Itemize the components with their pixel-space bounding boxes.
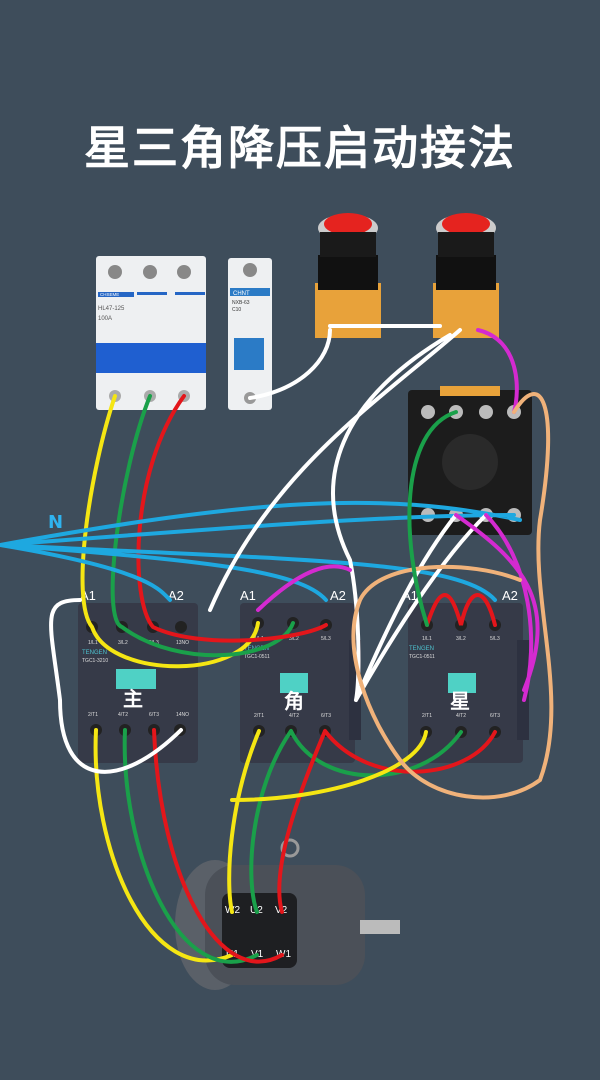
three-pole-breaker[interactable]: CHSEME HL47-125 100A <box>96 256 206 410</box>
svg-text:2/T1: 2/T1 <box>422 713 432 719</box>
contactor-name: 主 <box>123 687 143 711</box>
page-title: 星三角降压启动接法 <box>84 121 516 175</box>
a1-label: A1 <box>240 588 256 603</box>
contactor-star[interactable]: A1 A2 1/L1 3/L2 5/L3 TENGEN TGC1-0511 星 … <box>402 588 529 763</box>
svg-text:3/L2: 3/L2 <box>118 640 128 646</box>
breaker-model: HL47-125 <box>98 306 125 312</box>
breaker-brand: CHSEME <box>100 292 119 297</box>
svg-text:4/T2: 4/T2 <box>118 712 128 718</box>
breaker-handle[interactable] <box>96 343 206 373</box>
svg-text:TGC1-0511: TGC1-0511 <box>409 654 435 660</box>
breaker-1p-rating: C10 <box>232 307 241 313</box>
a2-label: A2 <box>168 588 184 603</box>
time-relay-base <box>408 386 532 535</box>
svg-text:TENGEN: TENGEN <box>409 646 434 652</box>
svg-text:TGC1-0511: TGC1-0511 <box>244 654 270 660</box>
neutral-label: N <box>48 512 63 533</box>
svg-text:6/T3: 6/T3 <box>321 713 331 719</box>
svg-text:6/T3: 6/T3 <box>149 712 159 718</box>
svg-text:3/L2: 3/L2 <box>289 636 299 642</box>
wires <box>0 324 554 964</box>
svg-text:TENGEN: TENGEN <box>82 650 107 656</box>
svg-text:4/T2: 4/T2 <box>456 713 466 719</box>
svg-text:2/T1: 2/T1 <box>254 713 264 719</box>
svg-text:1/L1: 1/L1 <box>88 640 98 646</box>
push-button-start[interactable] <box>433 213 499 338</box>
svg-text:TGC1-3210: TGC1-3210 <box>82 658 108 664</box>
single-pole-breaker[interactable]: CHNT NXB-63 C10 <box>228 258 272 410</box>
contactor-name: 星 <box>450 690 470 713</box>
svg-text:5/L3: 5/L3 <box>490 636 500 642</box>
svg-text:3/L2: 3/L2 <box>456 636 466 642</box>
svg-text:5/L3: 5/L3 <box>321 636 331 642</box>
a2-label: A2 <box>330 588 346 603</box>
breaker-1p-brand: CHNT <box>233 291 250 297</box>
breaker-1p-handle[interactable] <box>234 338 264 370</box>
breaker-rating: 100A <box>98 316 112 322</box>
a2-label: A2 <box>502 588 518 603</box>
svg-text:4/T2: 4/T2 <box>289 713 299 719</box>
svg-text:6/T3: 6/T3 <box>490 713 500 719</box>
svg-text:14NO: 14NO <box>176 712 189 718</box>
push-button-stop[interactable] <box>315 213 381 338</box>
svg-text:1/L1: 1/L1 <box>422 636 432 642</box>
breaker-1p-model: NXB-63 <box>232 300 250 306</box>
motor: W2 U2 V2 U1 V1 W1 <box>175 838 400 990</box>
svg-text:13NO: 13NO <box>176 640 189 646</box>
svg-text:2/T1: 2/T1 <box>88 712 98 718</box>
contactor-name: 角 <box>284 689 304 713</box>
